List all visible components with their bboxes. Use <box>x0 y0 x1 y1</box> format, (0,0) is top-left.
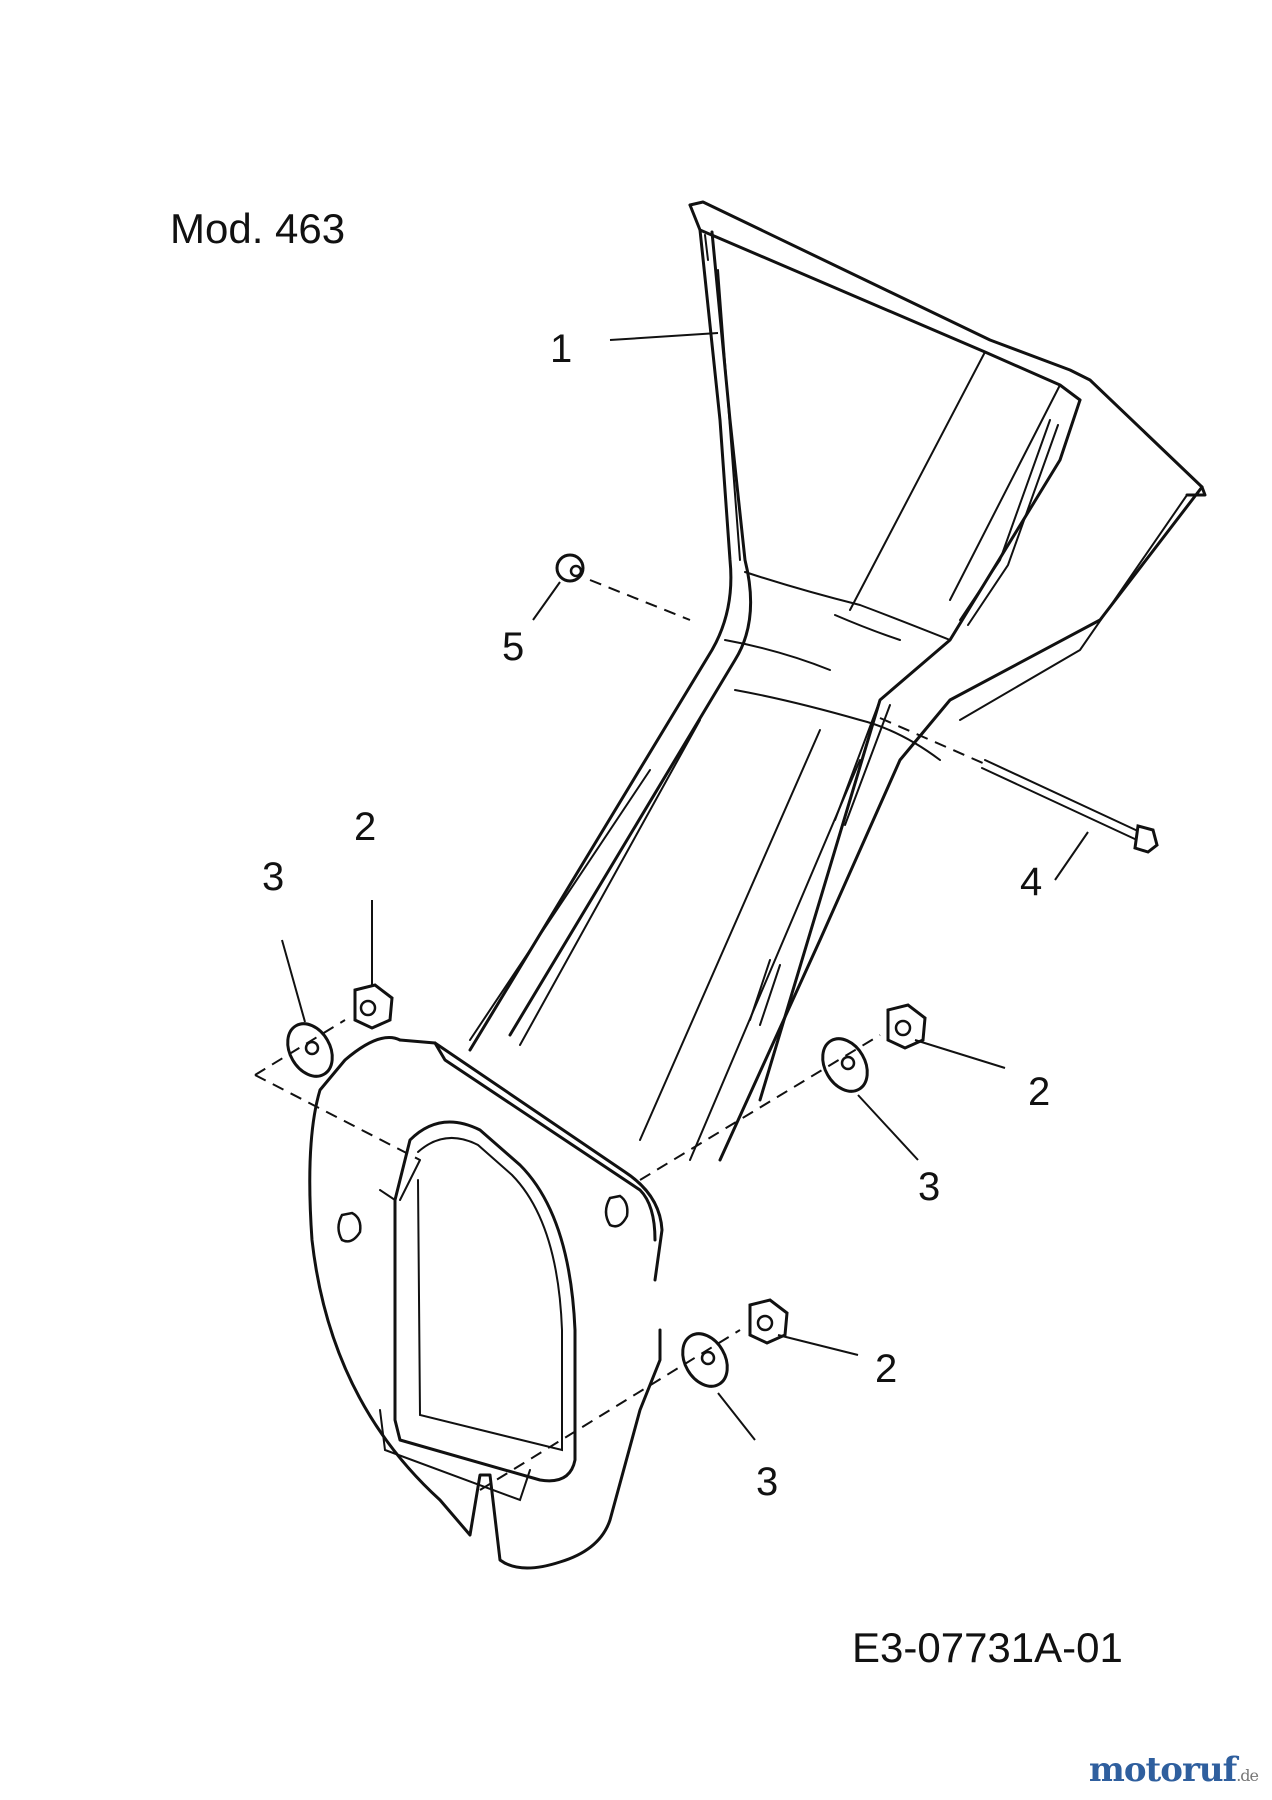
callout-1: 1 <box>550 327 572 371</box>
callout-5: 5 <box>502 625 524 669</box>
callout-3-upper-left: 3 <box>262 855 284 899</box>
callout-3-right: 3 <box>918 1165 940 1209</box>
nut-small <box>555 553 691 621</box>
callout-4: 4 <box>1020 860 1042 904</box>
drawing-code: E3-07731A-01 <box>852 1624 1123 1671</box>
callout-2-right: 2 <box>1028 1070 1050 1114</box>
watermark-suffix: .de <box>1236 1766 1259 1785</box>
watermark-brand: motoruf <box>1088 1750 1237 1790</box>
discharge-chute <box>468 200 1207 1162</box>
callout-2-lower: 2 <box>875 1347 897 1391</box>
watermark-logo: motoruf.de <box>1088 1750 1259 1790</box>
model-title: Mod. 463 <box>170 205 345 252</box>
hardware-set-lower <box>479 1298 789 1491</box>
leader-lines <box>281 332 1089 1441</box>
carriage-bolt <box>879 717 1159 854</box>
callout-3-lower: 3 <box>756 1460 778 1504</box>
mounting-flange <box>308 1036 664 1570</box>
hardware-set-right <box>639 1003 927 1181</box>
hardware-set-upper-left <box>254 983 421 1161</box>
callout-2-upper-left: 2 <box>354 805 376 849</box>
